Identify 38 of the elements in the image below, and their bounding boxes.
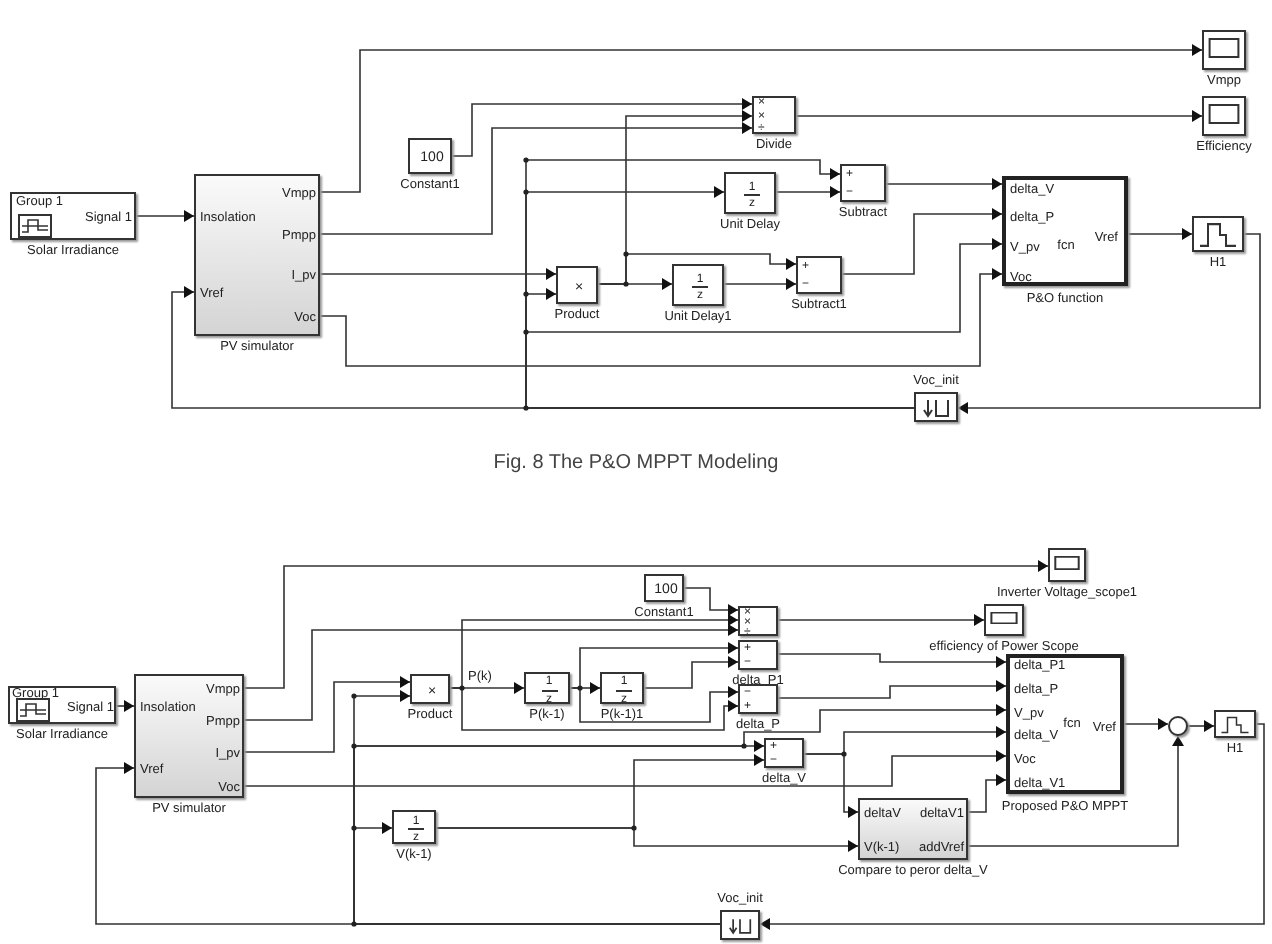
signal-arrow: [243, 750, 1007, 787]
signal-arrow: [597, 278, 673, 290]
signal-arrow: [319, 268, 557, 280]
signal-arrow: [775, 186, 841, 198]
signal-arrow: [841, 208, 1003, 275]
signal-arrow: [449, 687, 739, 731]
signal-arrow: [777, 614, 985, 626]
figure-caption: Fig. 8 The P&O MPPT Modeling: [493, 452, 779, 476]
signal-arrow: [957, 233, 1261, 414]
signal-arrow: [803, 753, 859, 818]
signal-arrow: [435, 827, 859, 852]
signal-arrow: [569, 686, 739, 723]
signal-arrow: [967, 735, 1184, 847]
signal-arrow: [319, 268, 1003, 367]
signal-arrow: [777, 653, 1007, 668]
signal-arrow: [777, 680, 1007, 699]
signal-arrow: [243, 560, 1049, 689]
signal-arrow: [759, 723, 1265, 930]
signal-arrow: [885, 178, 1003, 190]
signal-arrow: [319, 44, 1203, 193]
signal-arrow: [1187, 720, 1215, 732]
signal-arrow: [353, 822, 721, 925]
signal-arrow: [795, 110, 1203, 122]
signal-arrow: [525, 238, 1003, 409]
signal-arrow: [723, 278, 797, 290]
signal-arrow: [243, 624, 739, 721]
signal-arrow: [643, 656, 739, 689]
signal-arrow: [115, 700, 135, 712]
signal-arrow: [1123, 718, 1169, 730]
signal-arrow: [319, 122, 753, 235]
signal-arrow: [451, 98, 753, 157]
divide-block: [738, 606, 778, 636]
sum-circle: [1168, 716, 1188, 736]
signal-arrow: [1127, 228, 1193, 240]
signal-arrow: [243, 676, 411, 753]
signal-arrow: [967, 774, 1007, 813]
signal-arrow: [135, 210, 195, 222]
signal-arrow: [683, 587, 739, 616]
